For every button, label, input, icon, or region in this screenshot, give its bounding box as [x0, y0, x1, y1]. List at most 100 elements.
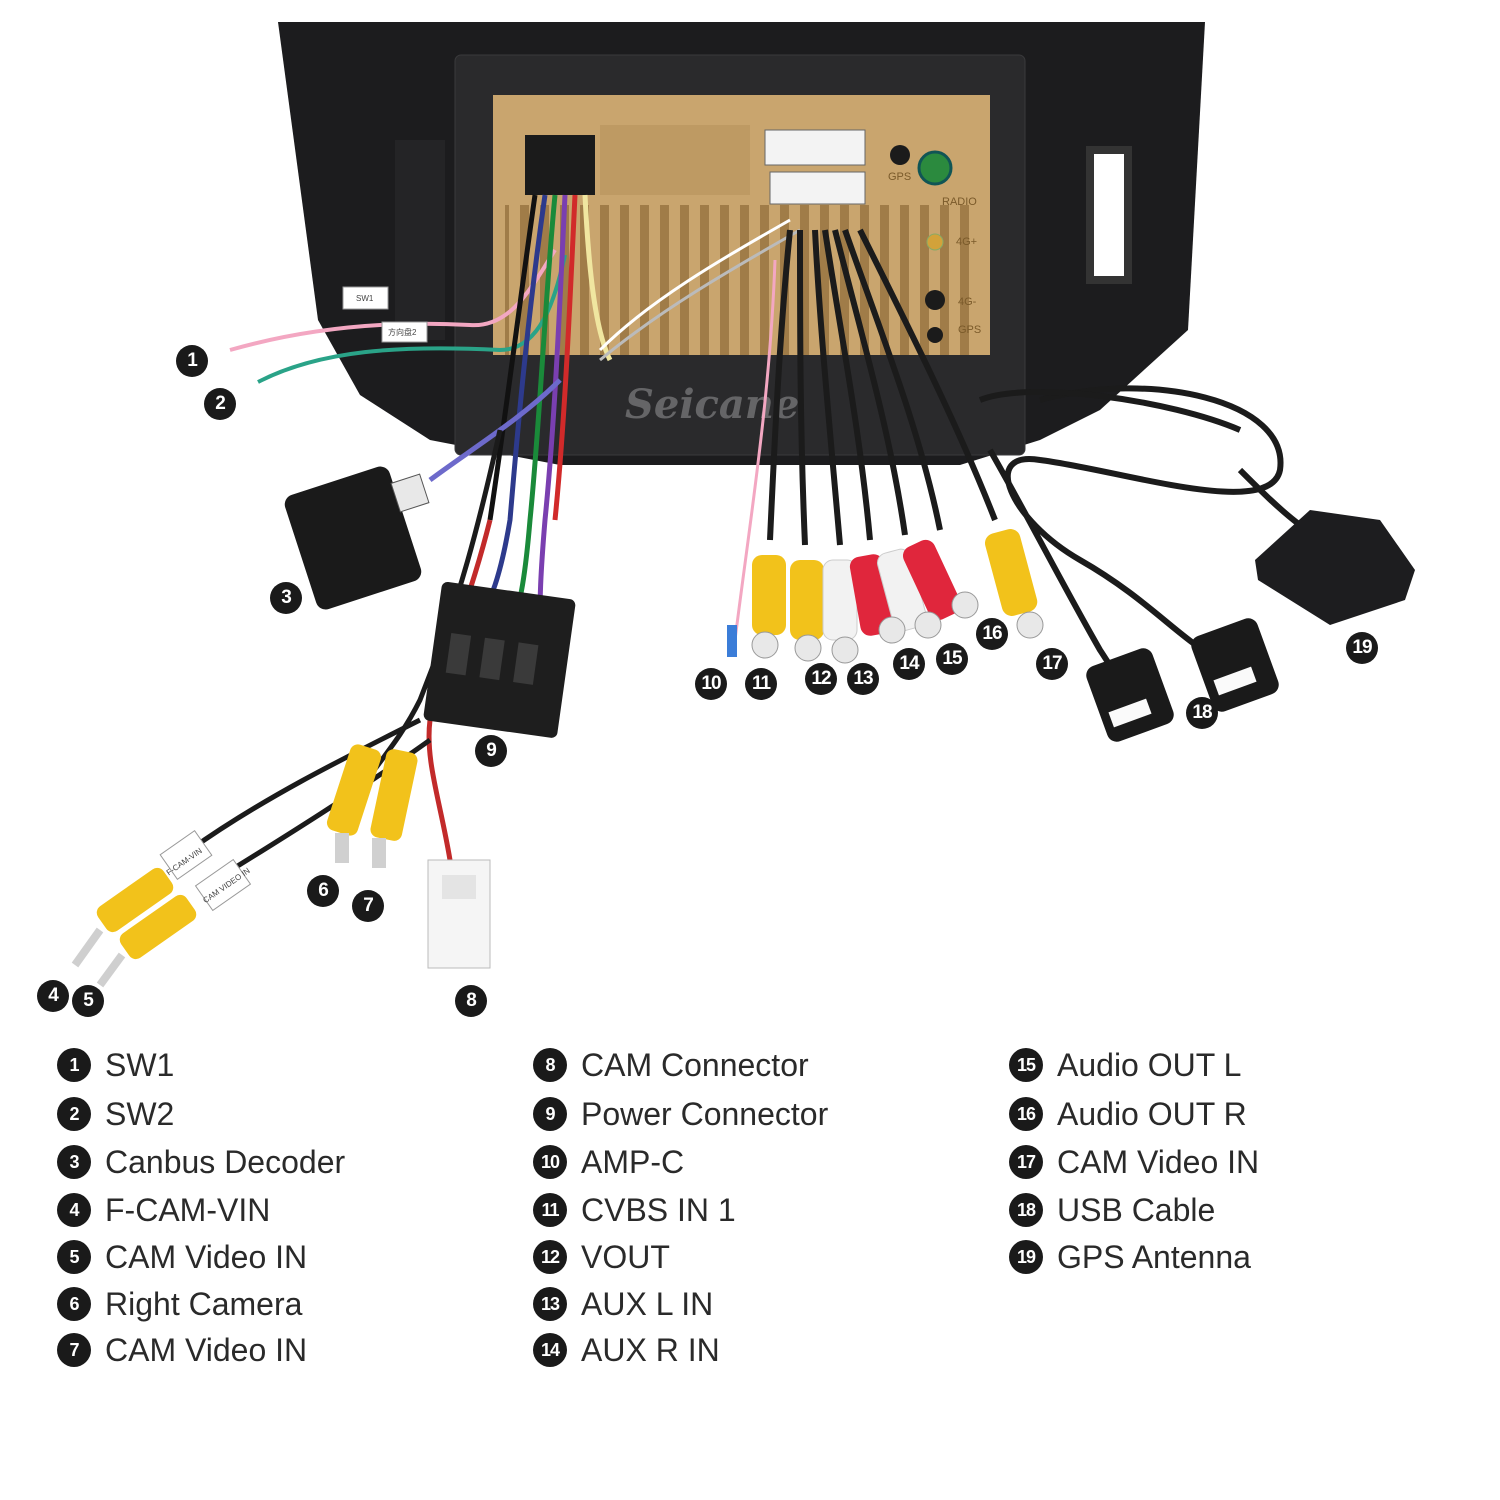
- legend-number: 5: [57, 1240, 91, 1274]
- heatsink-fins: [505, 205, 975, 355]
- tag-f-cam-vin: [159, 829, 213, 881]
- callout-10: 10: [695, 668, 727, 700]
- callout-3: 3: [270, 582, 302, 614]
- rca-audio-out-r: [902, 539, 962, 621]
- legend-label: Right Camera: [105, 1285, 303, 1322]
- tag-sw1-text: SW1: [356, 294, 374, 303]
- side-bracket-right: [1086, 146, 1132, 284]
- tag-sw1: [342, 286, 389, 310]
- legend-number: 6: [57, 1287, 91, 1321]
- sw1-wire: [229, 248, 557, 352]
- label-4g-plus: 4G+: [956, 236, 977, 248]
- legend-item: 5 CAM Video IN: [57, 1237, 307, 1277]
- legend-label: CAM Connector: [581, 1046, 809, 1083]
- rca-pin: [71, 927, 104, 968]
- connector-block-top: [764, 129, 866, 166]
- legend-label: VOUT: [581, 1238, 670, 1275]
- legend-label: CVBS IN 1: [581, 1191, 736, 1228]
- callout-12: 12: [805, 663, 837, 695]
- legend-number: 4: [57, 1193, 91, 1227]
- power-pin: [445, 632, 472, 676]
- legend-number: 9: [533, 1097, 567, 1131]
- legend-label: CAM Video IN: [105, 1238, 308, 1275]
- callout-1: 1: [176, 345, 208, 377]
- legend-number: 17: [1009, 1145, 1043, 1179]
- legend-item: 3 Canbus Decoder: [57, 1142, 345, 1182]
- legend-label: AMP-C: [581, 1143, 685, 1180]
- callout-6: 6: [307, 875, 339, 907]
- legend-number: 1: [57, 1048, 91, 1082]
- gps-antenna: [1255, 510, 1415, 625]
- legend-item: 6 Right Camera: [57, 1284, 302, 1324]
- label-gps-top: GPS: [888, 171, 911, 183]
- label-4g-minus: 4G-: [958, 296, 977, 308]
- legend-number: 11: [533, 1193, 567, 1227]
- callout-8: 8: [455, 985, 487, 1017]
- rca-cam-video-in-7: [370, 749, 418, 841]
- 4g-minus-port: [925, 290, 945, 310]
- canbus-plug: [390, 473, 430, 513]
- legend-number: 15: [1009, 1048, 1043, 1082]
- callout-2: 2: [204, 388, 236, 420]
- legend-label: CAM Video IN: [1057, 1143, 1260, 1180]
- tag-sw2-text: 方向盘2: [388, 327, 417, 337]
- usb-plug-b: [1191, 618, 1279, 712]
- legend-item: 12 VOUT: [533, 1237, 670, 1277]
- legend-item: 11 CVBS IN 1: [533, 1190, 736, 1230]
- legend-label: SW2: [105, 1095, 175, 1132]
- legend-number: 13: [533, 1287, 567, 1321]
- legend-number: 12: [533, 1240, 567, 1274]
- usb-cable-loop: [978, 388, 1242, 433]
- callout-19: 19: [1346, 632, 1378, 664]
- legend-item: 10 AMP-C: [533, 1142, 684, 1182]
- callout-16: 16: [976, 618, 1008, 650]
- legend-label: Power Connector: [581, 1095, 829, 1132]
- legend-number: 14: [533, 1333, 567, 1367]
- legend-item: 13 AUX L IN: [533, 1284, 713, 1324]
- legend-item: 19 GPS Antenna: [1009, 1237, 1251, 1277]
- label-radio: RADIO: [942, 196, 977, 208]
- rca-pin: [335, 833, 349, 863]
- top-vents: [600, 125, 750, 195]
- callout-14: 14: [893, 648, 925, 680]
- callout-5: 5: [72, 985, 104, 1017]
- cam-connector-slot: [442, 875, 476, 899]
- gps-port-top: [890, 145, 910, 165]
- gps-antenna-cable: [1237, 467, 1302, 528]
- legend-label: USB Cable: [1057, 1191, 1216, 1228]
- rca-cam-video-in-17: [984, 529, 1038, 616]
- label-gps-bottom: GPS: [958, 324, 981, 336]
- callout-4: 4: [37, 980, 69, 1012]
- connector-block-bottom: [769, 171, 866, 205]
- amp-c-tip: [727, 625, 737, 657]
- legend-label: Audio OUT L: [1057, 1046, 1242, 1083]
- legend-label: F-CAM-VIN: [105, 1191, 271, 1228]
- rca-pin: [372, 838, 386, 868]
- side-bracket-left: [395, 140, 445, 340]
- legend-number: 18: [1009, 1193, 1043, 1227]
- legend-label: Canbus Decoder: [105, 1143, 346, 1180]
- usb-port-b: [1213, 666, 1257, 696]
- usb-plug-a: [1086, 648, 1174, 742]
- radio-port: [917, 150, 953, 186]
- legend-number: 3: [57, 1145, 91, 1179]
- callout-9: 9: [475, 735, 507, 767]
- legend-number: 10: [533, 1145, 567, 1179]
- legend-number: 16: [1009, 1097, 1043, 1131]
- legend-item: 18 USB Cable: [1009, 1190, 1215, 1230]
- usb-port-a: [1108, 698, 1152, 728]
- power-pin: [513, 642, 539, 685]
- callout-18: 18: [1186, 697, 1218, 729]
- rca-bank: [727, 228, 1044, 664]
- callout-13: 13: [847, 663, 879, 695]
- sw2-wire: [257, 254, 567, 384]
- legend-item: 8 CAM Connector: [533, 1045, 809, 1085]
- tag-sw2: [381, 321, 428, 343]
- legend-item: 9 Power Connector: [533, 1094, 828, 1134]
- legend-item: 7 CAM Video IN: [57, 1330, 307, 1370]
- legend-label: AUX L IN: [581, 1285, 714, 1322]
- legend-item: 16 Audio OUT R: [1009, 1094, 1247, 1134]
- legend-label: AUX R IN: [581, 1331, 720, 1368]
- callout-11: 11: [745, 668, 777, 700]
